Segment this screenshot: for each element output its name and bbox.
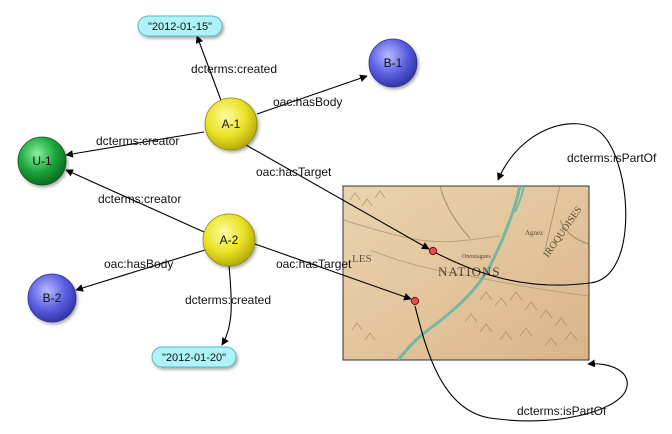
node-u1[interactable]: U-1 bbox=[17, 136, 67, 186]
map-text-les: LES bbox=[352, 253, 372, 265]
edge-a2-creator bbox=[65, 169, 205, 233]
edge-a2-hastarget bbox=[254, 243, 412, 301]
node-u1-label: U-1 bbox=[32, 154, 52, 168]
literal-date-2[interactable]: "2012-01-20" bbox=[151, 346, 237, 368]
node-b1[interactable]: B-1 bbox=[368, 38, 418, 88]
edge-a2-hasbody bbox=[75, 249, 206, 292]
node-a2-label: A-2 bbox=[220, 233, 239, 247]
node-a2[interactable]: A-2 bbox=[202, 213, 256, 267]
node-b2-label: B-2 bbox=[43, 291, 62, 305]
node-a1-label: A-1 bbox=[222, 117, 241, 131]
edges bbox=[65, 35, 628, 422]
literal-date-2-label: "2012-01-20" bbox=[162, 352, 226, 364]
map-image: Onontagues NATIONS IROQUOISES Agnez LES bbox=[342, 185, 590, 361]
label-a2-creator: dcterms:creator bbox=[98, 192, 181, 206]
edge-target1-ispartof bbox=[435, 123, 627, 286]
edge-labels: dcterms:created oac:hasBody dcterms:crea… bbox=[96, 62, 657, 418]
node-a1[interactable]: A-1 bbox=[204, 97, 258, 151]
label-a1-created: dcterms:created bbox=[191, 62, 277, 76]
edge-a1-hasbody bbox=[256, 74, 368, 115]
label-a2-hastarget: oac:hasTarget bbox=[276, 257, 352, 271]
label-target2-ispartof: dcterms:isPartOf bbox=[517, 404, 607, 418]
label-a1-creator: dcterms:creator bbox=[96, 134, 179, 148]
label-a2-hasbody: oac:hasBody bbox=[104, 257, 173, 271]
literal-date-1[interactable]: "2012-01-15" bbox=[137, 15, 223, 37]
target-point-1[interactable] bbox=[428, 246, 438, 256]
edge-target2-ispartof bbox=[414, 305, 628, 422]
label-a1-hastarget: oac:hasTarget bbox=[256, 165, 332, 179]
label-target1-ispartof: dcterms:isPartOf bbox=[567, 151, 657, 165]
label-a1-hasbody: oac:hasBody bbox=[273, 95, 342, 109]
node-b1-label: B-1 bbox=[384, 56, 403, 70]
label-a2-created: dcterms:created bbox=[185, 293, 271, 307]
map-text-onontagues: Onontagues bbox=[462, 254, 491, 260]
edge-a1-creator bbox=[65, 131, 205, 158]
edge-a2-created bbox=[221, 264, 232, 346]
literal-date-1-label: "2012-01-15" bbox=[148, 21, 212, 33]
target-point-2[interactable] bbox=[410, 296, 420, 306]
node-b2[interactable]: B-2 bbox=[27, 273, 77, 323]
edge-a1-hastarget bbox=[245, 144, 430, 250]
map-text-agnez: Agnez bbox=[525, 229, 543, 237]
map-text-nations: NATIONS bbox=[438, 264, 501, 279]
edge-a1-created bbox=[195, 35, 223, 104]
